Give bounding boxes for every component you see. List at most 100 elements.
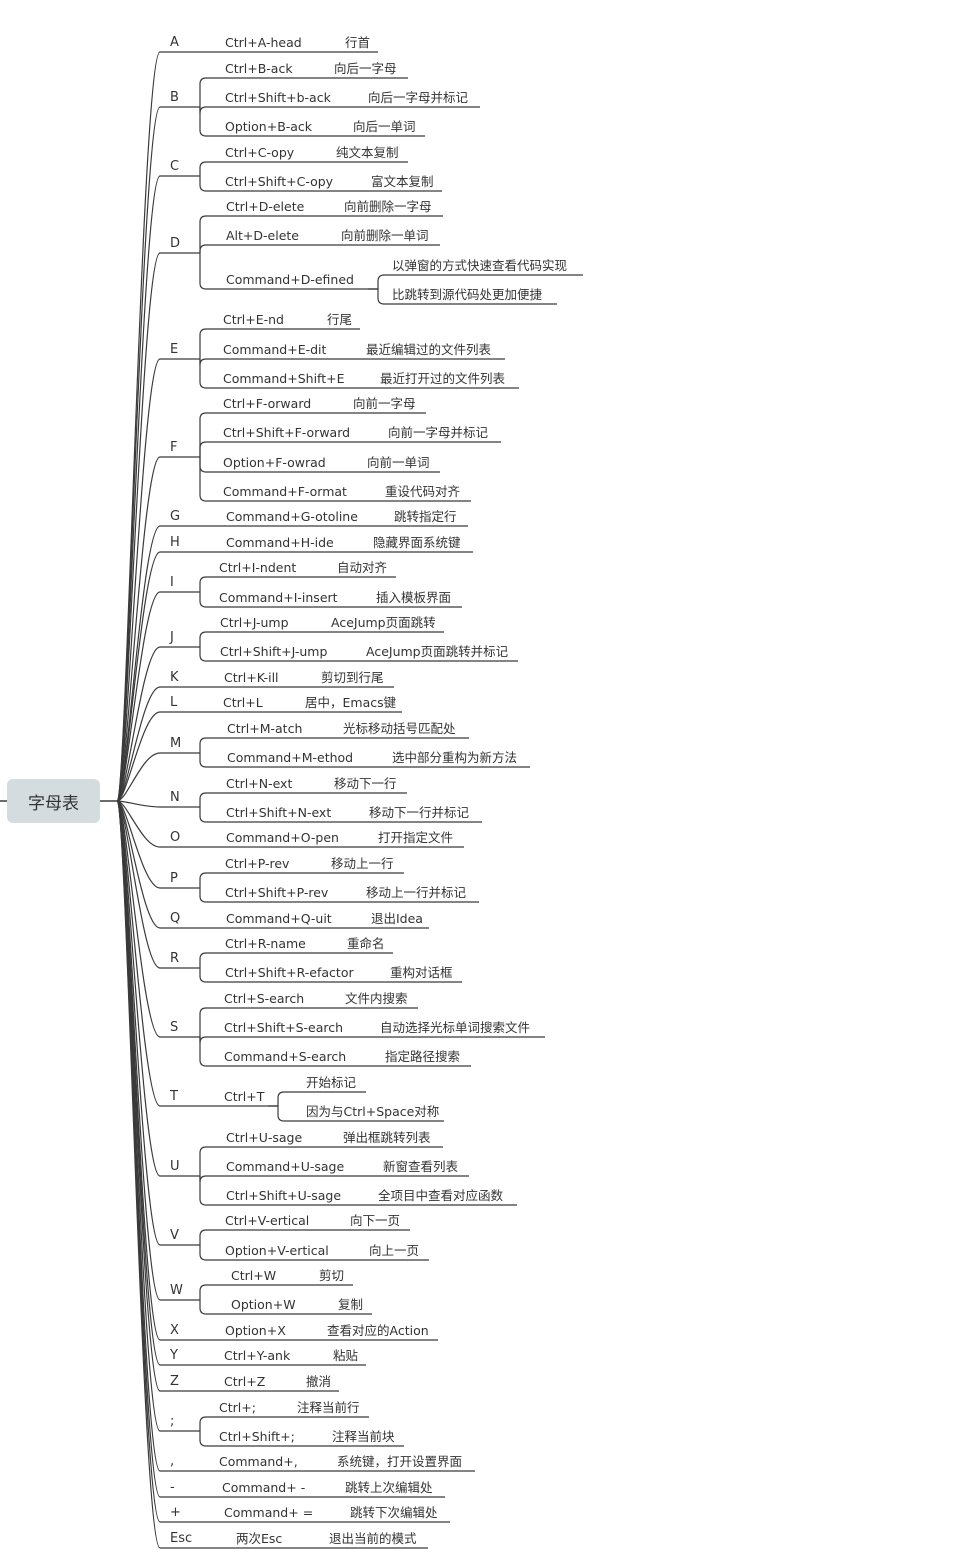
shortcut-description[interactable]: 比跳转到源代码处更加便捷	[392, 287, 543, 302]
shortcut-description[interactable]: AceJump页面跳转并标记	[366, 644, 509, 659]
shortcut-key[interactable]: Ctrl+L	[223, 695, 263, 710]
letter-node[interactable]: R	[170, 951, 180, 966]
shortcut-description[interactable]: 向前一字母	[353, 396, 416, 411]
shortcut-key[interactable]: Command+F-ormat	[223, 484, 347, 499]
shortcut-key[interactable]: Ctrl+N-ext	[226, 776, 293, 791]
shortcut-key[interactable]: Ctrl+M-atch	[227, 721, 303, 736]
shortcut-key[interactable]: Command+S-earch	[224, 1049, 347, 1064]
letter-node[interactable]: -	[170, 1480, 175, 1495]
shortcut-description[interactable]: 向前一单词	[367, 455, 430, 470]
shortcut-description[interactable]: 跳转上次编辑处	[345, 1480, 433, 1495]
shortcut-description[interactable]: 剪切	[319, 1268, 345, 1283]
letter-node[interactable]: A	[170, 35, 179, 50]
letter-node[interactable]: D	[170, 236, 181, 251]
shortcut-description[interactable]: 行尾	[327, 312, 353, 327]
letter-node[interactable]: X	[170, 1323, 179, 1338]
shortcut-key[interactable]: Ctrl+Y-ank	[224, 1348, 291, 1363]
letter-node[interactable]: W	[170, 1283, 183, 1298]
shortcut-key[interactable]: Ctrl+W	[231, 1268, 277, 1283]
shortcut-key[interactable]: Ctrl+S-earch	[224, 991, 305, 1006]
shortcut-description[interactable]: 退出当前的模式	[329, 1531, 417, 1546]
shortcut-description[interactable]: 选中部分重构为新方法	[392, 750, 518, 765]
shortcut-key[interactable]: Option+W	[231, 1297, 296, 1312]
shortcut-key[interactable]: Command+E-dit	[223, 342, 327, 357]
shortcut-key[interactable]: Ctrl+A-head	[225, 35, 302, 50]
shortcut-description[interactable]: 文件内搜索	[345, 991, 408, 1006]
shortcut-key[interactable]: Option+B-ack	[225, 119, 313, 134]
shortcut-key[interactable]: Command+G-otoline	[226, 509, 358, 524]
letter-node[interactable]: V	[170, 1228, 179, 1243]
letter-node[interactable]: L	[170, 695, 178, 710]
shortcut-key[interactable]: Ctrl+R-name	[225, 936, 306, 951]
shortcut-description[interactable]: 跳转指定行	[394, 509, 457, 524]
shortcut-description[interactable]: AceJump页面跳转	[331, 615, 436, 630]
shortcut-description[interactable]: 自动选择光标单词搜索文件	[380, 1020, 531, 1035]
shortcut-description[interactable]: 插入模板界面	[376, 590, 452, 605]
shortcut-key[interactable]: Command+Q-uit	[226, 911, 332, 926]
letter-node[interactable]: S	[170, 1020, 179, 1035]
letter-node[interactable]: T	[170, 1089, 178, 1104]
shortcut-description[interactable]: 退出Idea	[371, 911, 423, 926]
letter-node[interactable]: F	[170, 440, 178, 455]
letter-node[interactable]: M	[170, 736, 182, 751]
shortcut-key[interactable]: Command+O-pen	[226, 830, 339, 845]
shortcut-key[interactable]: Command+ =	[224, 1505, 314, 1520]
letter-node[interactable]: Esc	[170, 1531, 193, 1546]
letter-node[interactable]: J	[170, 630, 174, 645]
shortcut-key[interactable]: Ctrl+Shift+b-ack	[225, 90, 331, 105]
letter-node[interactable]: +	[170, 1505, 181, 1520]
shortcut-key[interactable]: Ctrl+T	[224, 1089, 265, 1104]
shortcut-key[interactable]: Ctrl+U-sage	[226, 1130, 303, 1145]
shortcut-key[interactable]: Ctrl+B-ack	[225, 61, 293, 76]
shortcut-description[interactable]: 隐藏界面系统键	[373, 535, 461, 550]
letter-node[interactable]: ;	[170, 1414, 175, 1429]
shortcut-description[interactable]: 光标移动括号匹配处	[343, 721, 456, 736]
shortcut-description[interactable]: 粘贴	[333, 1348, 359, 1363]
letter-node[interactable]: Y	[170, 1348, 178, 1363]
shortcut-description[interactable]: 向下一页	[350, 1213, 401, 1228]
shortcut-description[interactable]: 最近打开过的文件列表	[380, 371, 506, 386]
shortcut-description[interactable]: 复制	[338, 1297, 364, 1312]
letter-node[interactable]: N	[170, 790, 180, 805]
shortcut-description[interactable]: 全项目中查看对应函数	[378, 1188, 504, 1203]
shortcut-description[interactable]: 跳转下次编辑处	[350, 1505, 438, 1520]
shortcut-description[interactable]: 移动上一行并标记	[366, 885, 467, 900]
shortcut-key[interactable]: Ctrl+I-ndent	[219, 560, 297, 575]
shortcut-key[interactable]: Ctrl+Shift+;	[219, 1429, 295, 1444]
letter-node[interactable]: ,	[170, 1454, 175, 1469]
shortcut-description[interactable]: 剪切到行尾	[321, 670, 384, 685]
shortcut-key[interactable]: Command+ -	[222, 1480, 306, 1495]
shortcut-description[interactable]: 向前一字母并标记	[388, 425, 489, 440]
shortcut-description[interactable]: 注释当前行	[297, 1400, 360, 1415]
shortcut-description[interactable]: 以弹窗的方式快速查看代码实现	[392, 258, 568, 273]
shortcut-description[interactable]: 移动下一行	[334, 776, 397, 791]
shortcut-description[interactable]: 重构对话框	[390, 965, 453, 980]
shortcut-key[interactable]: Ctrl+Shift+J-ump	[220, 644, 328, 659]
shortcut-key[interactable]: Ctrl+D-elete	[226, 199, 305, 214]
shortcut-description[interactable]: 移动上一行	[331, 856, 394, 871]
letter-node[interactable]: E	[170, 342, 179, 357]
shortcut-key[interactable]: Ctrl+Shift+F-orward	[223, 425, 351, 440]
shortcut-description[interactable]: 撤消	[306, 1374, 332, 1389]
shortcut-key[interactable]: Ctrl+J-ump	[220, 615, 289, 630]
letter-node[interactable]: C	[170, 159, 180, 174]
letter-node[interactable]: K	[170, 670, 179, 685]
shortcut-key[interactable]: Ctrl+Z	[224, 1374, 266, 1389]
shortcut-key[interactable]: Command+,	[219, 1454, 298, 1469]
shortcut-key[interactable]: Command+U-sage	[226, 1159, 345, 1174]
letter-node[interactable]: O	[170, 830, 181, 845]
shortcut-key[interactable]: Command+I-insert	[219, 590, 338, 605]
shortcut-key[interactable]: Ctrl+Shift+P-rev	[225, 885, 329, 900]
shortcut-key[interactable]: Ctrl+Shift+N-ext	[226, 805, 332, 820]
letter-node[interactable]: Q	[170, 911, 181, 926]
shortcut-description[interactable]: 移动下一行并标记	[369, 805, 470, 820]
shortcut-description[interactable]: 系统键，打开设置界面	[337, 1454, 463, 1469]
shortcut-key[interactable]: Option+V-ertical	[225, 1243, 329, 1258]
shortcut-key[interactable]: Ctrl+V-ertical	[225, 1213, 310, 1228]
shortcut-description[interactable]: 富文本复制	[371, 174, 434, 189]
shortcut-key[interactable]: Ctrl+Shift+R-efactor	[225, 965, 354, 980]
shortcut-description[interactable]: 开始标记	[306, 1075, 357, 1090]
shortcut-description[interactable]: 重设代码对齐	[385, 484, 461, 499]
shortcut-key[interactable]: 两次Esc	[236, 1531, 283, 1546]
shortcut-description[interactable]: 弹出框跳转列表	[343, 1130, 431, 1145]
